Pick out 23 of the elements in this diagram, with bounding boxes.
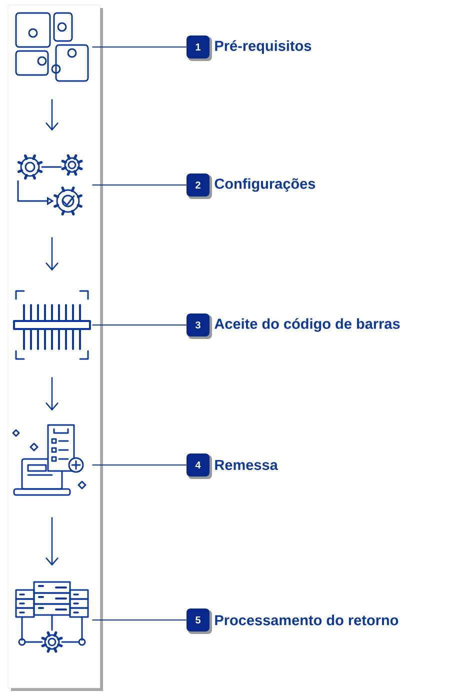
step-title: Configurações (214, 178, 316, 192)
gears-icon (17, 154, 83, 216)
laptop-checklist-icon (12, 424, 86, 496)
barcode-icon (13, 290, 91, 360)
step-title: Remessa (215, 460, 278, 470)
arrow (46, 517, 58, 566)
leader-line (92, 46, 187, 48)
puzzle-icon (15, 12, 89, 82)
leader-line (92, 464, 187, 466)
leader-line (92, 324, 187, 326)
number-badge: 4 (186, 454, 212, 479)
number-badge: 1 (186, 36, 212, 61)
arrow (46, 99, 58, 131)
step-title: Aceite do código de barras (214, 318, 400, 332)
arrow (46, 377, 58, 411)
number-badge: 5 (186, 608, 212, 634)
step-title: Pré-requisitos (215, 40, 312, 54)
number-badge: 2 (186, 174, 212, 199)
server-icon (15, 581, 89, 653)
step-title: Processamento do retorno (215, 614, 398, 626)
leader-line (92, 184, 187, 186)
arrow (46, 237, 58, 271)
number-badge: 3 (186, 314, 212, 339)
